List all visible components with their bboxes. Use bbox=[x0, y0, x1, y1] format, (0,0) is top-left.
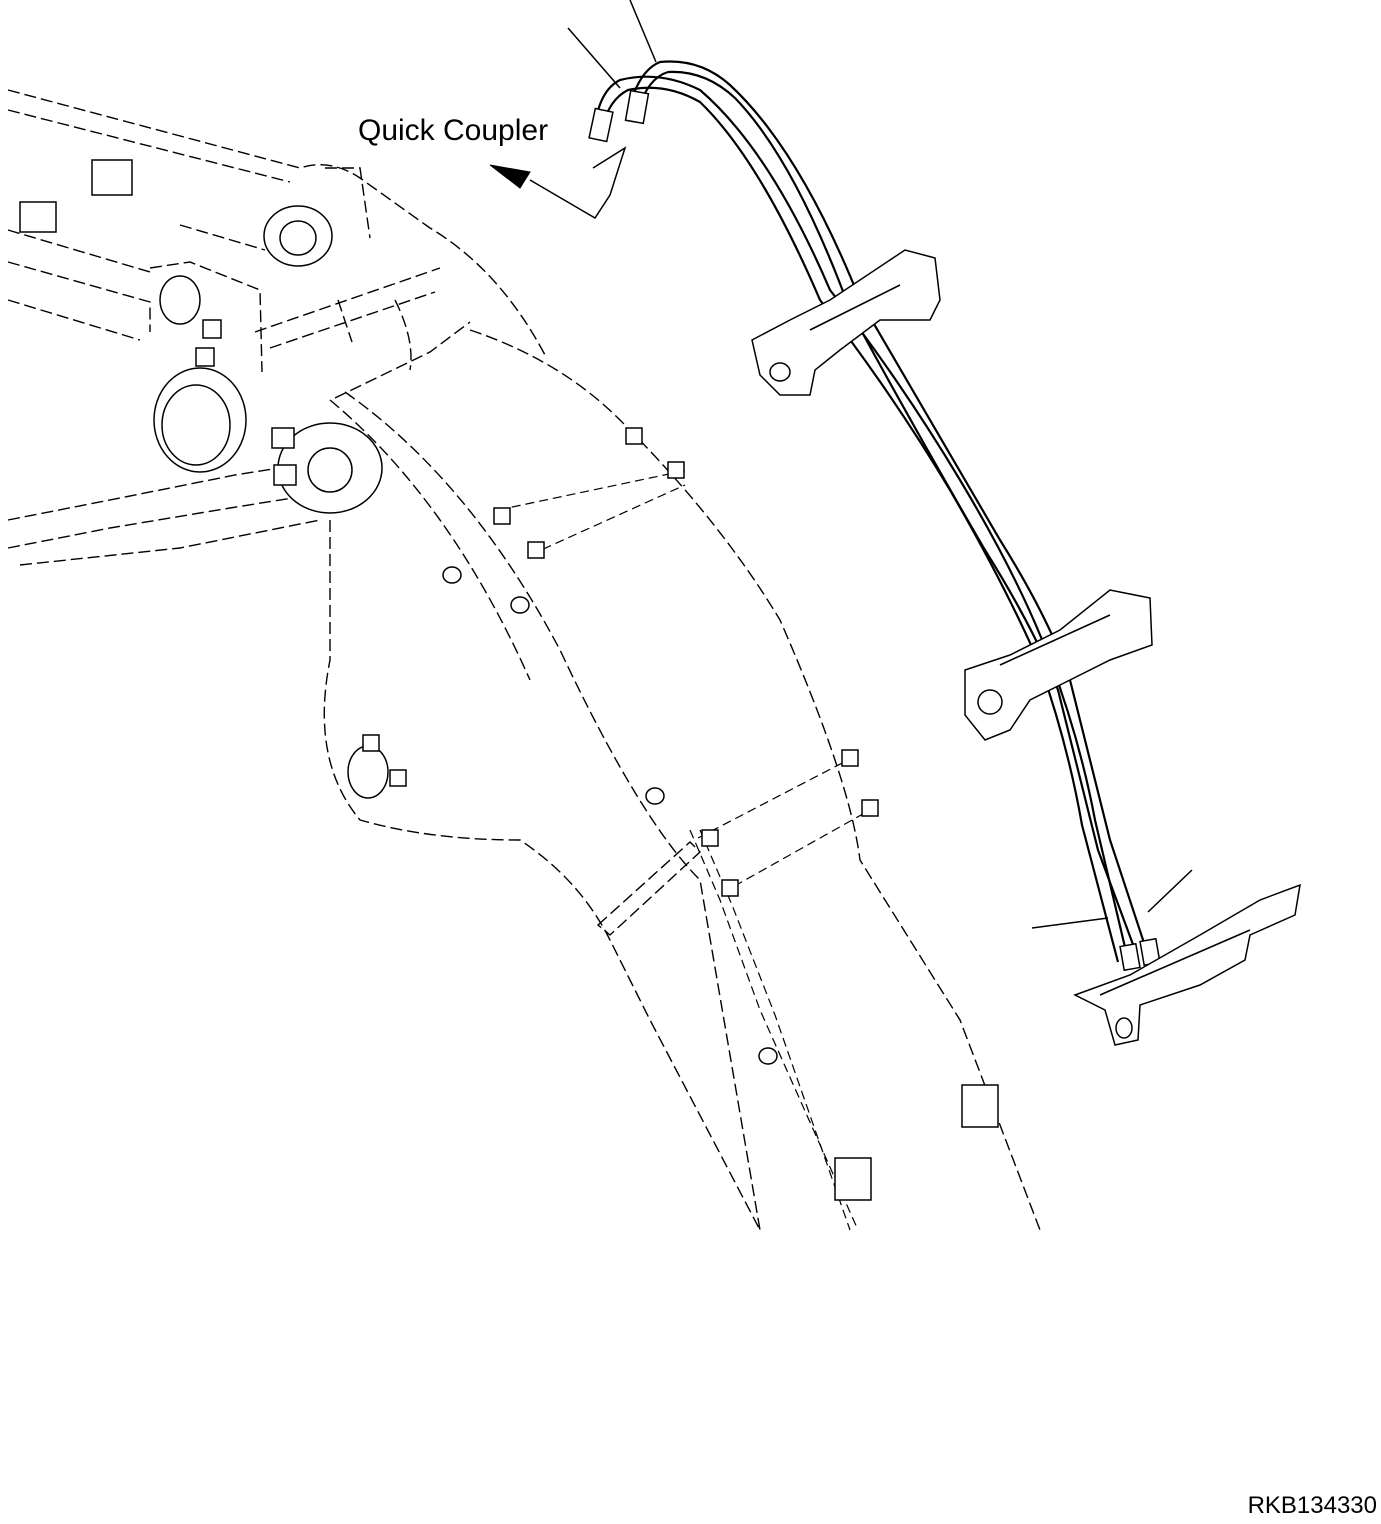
pivot-pin-middle bbox=[153, 367, 247, 473]
boom-structure bbox=[7, 89, 546, 566]
drawing-number: RKB134330 bbox=[1247, 1492, 1377, 1519]
hose-clamp-lower bbox=[1073, 883, 1301, 1046]
callout-arrow bbox=[489, 164, 531, 189]
arm-fasteners bbox=[347, 427, 999, 1201]
hose-clamp-middle bbox=[964, 589, 1153, 741]
hose-clamp-upper bbox=[751, 249, 941, 396]
pivot-pin-upper bbox=[263, 205, 333, 267]
leader-lines bbox=[529, 0, 1193, 929]
coupler-fittings bbox=[588, 89, 1161, 972]
quick-coupler-label: Quick Coupler bbox=[358, 114, 549, 147]
boom-fasteners bbox=[19, 159, 297, 486]
arm-structure bbox=[323, 329, 1041, 1231]
hydraulic-hoses bbox=[593, 60, 1150, 963]
pivot-pin-lower bbox=[159, 275, 383, 514]
